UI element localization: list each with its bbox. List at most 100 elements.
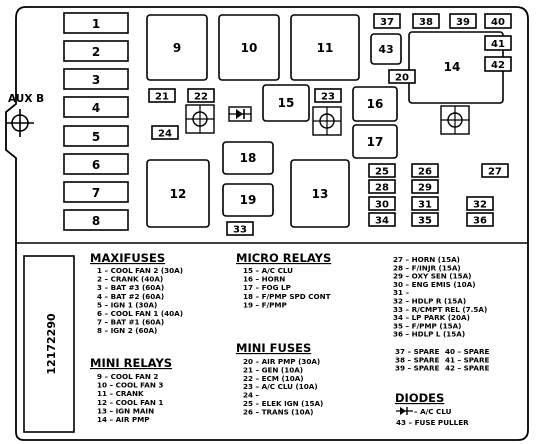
relay-12: 12	[146, 159, 210, 228]
mini-relay-item: 9 – COOL FAN 2	[97, 372, 158, 381]
legend-diode-icon	[396, 407, 413, 415]
mini-fuse-item: 26 – TRANS (10A)	[243, 407, 313, 416]
maxifuse-item: 3 – BAT #3 (60A)	[97, 283, 164, 292]
maxifuse-8-label: 8	[92, 214, 100, 228]
maxifuse-8: 8	[63, 209, 129, 231]
mini-relay-item: 12 – COOL FAN 1	[97, 398, 163, 407]
right-fuse-item: 34 – LP PARK (20A)	[393, 313, 470, 322]
mini-fuses-list: 20 – AIR PMP (30A)21 – GEN (10A)22 – ECM…	[243, 357, 323, 416]
fuse-39-label: 39	[456, 17, 470, 28]
fuse-31: 31	[411, 196, 439, 211]
fuse-30: 30	[368, 196, 396, 211]
fuse-41-label: 41	[491, 39, 505, 50]
fuse-puller-43: 43	[370, 33, 402, 65]
fuse-36: 36	[466, 212, 494, 227]
relay-15: 15	[262, 84, 310, 122]
mini-fuse-item: 24 –	[243, 391, 260, 400]
maxifuse-item: 1 – COOL FAN 2 (30A)	[97, 266, 183, 275]
part-number-label: 12172290	[23, 255, 75, 433]
terminal-stud-icon	[312, 106, 342, 136]
relay-14-label: 14	[444, 60, 461, 74]
maxifuse-1: 1	[63, 12, 129, 34]
diode-icon	[228, 106, 252, 122]
fuse-37-label: 37	[380, 17, 394, 28]
maxifuse-item: 2 – CRANK (40A)	[97, 275, 163, 284]
fuse-32: 32	[466, 196, 494, 211]
diode-item-ac-clu: – A/C CLU	[414, 407, 452, 416]
micro-relay-item: 19 – F/PMP	[243, 300, 287, 309]
maxifuses-heading: MAXIFUSES	[90, 251, 165, 265]
maxifuse-6: 6	[63, 153, 129, 175]
micro-relay-item: 17 – FOG LP	[243, 283, 291, 292]
maxifuse-1-label: 1	[92, 17, 100, 31]
spare-fuse-item: 41 – SPARE	[445, 355, 489, 364]
right-fuse-item: 36 – HDLP L (15A)	[393, 330, 465, 339]
relay-13: 13	[290, 159, 350, 228]
relay-11: 11	[290, 14, 360, 81]
fuse-21: 21	[148, 88, 176, 103]
maxifuse-2-label: 2	[92, 45, 100, 59]
fuse-35-label: 35	[418, 216, 432, 227]
relay-9: 9	[146, 14, 208, 81]
right-fuse-item: 29 – OXY SEN (15A)	[393, 272, 471, 281]
fuse-25: 25	[368, 163, 396, 178]
maxifuse-2: 2	[63, 40, 129, 62]
mini-relay-item: 13 – IGN MAIN	[97, 406, 154, 415]
mini-fuse-item: 20 – AIR PMP (30A)	[243, 357, 320, 366]
fuse-38-label: 38	[419, 17, 433, 28]
relay-10: 10	[218, 14, 280, 81]
spare-fuse-item: 38 – SPARE	[395, 355, 439, 364]
mini-fuse-item: 21 – GEN (10A)	[243, 365, 303, 374]
relay-18: 18	[222, 141, 274, 175]
mini-relays-heading: MINI RELAYS	[90, 356, 172, 370]
fuse-29-label: 29	[418, 183, 432, 194]
right-fuse-item: 30 – ENG EMIS (10A)	[393, 280, 475, 289]
relay-17: 17	[352, 124, 398, 159]
spare-fuse-item: 37 – SPARE	[395, 347, 439, 356]
maxifuse-4-label: 4	[92, 101, 100, 115]
fuse-20: 20	[388, 69, 416, 84]
mini-fuse-item: 22 – ECM (10A)	[243, 374, 304, 383]
maxifuse-item: 6 – COOL FAN 1 (40A)	[97, 309, 183, 318]
fuse-28: 28	[368, 179, 396, 194]
fuse-37: 37	[373, 13, 401, 29]
terminal-stud-icon	[185, 104, 215, 134]
fuse-35: 35	[411, 212, 439, 227]
relay-15-label: 15	[278, 96, 295, 110]
fuse-43-label: 43	[378, 43, 393, 56]
maxifuse-6-label: 6	[92, 158, 100, 172]
fuse-39: 39	[449, 13, 477, 29]
mini-relay-item: 14 – AIR PMP	[97, 415, 150, 424]
maxifuse-3: 3	[63, 68, 129, 90]
relay-10-label: 10	[241, 41, 258, 55]
right-fuse-item: 28 – F/INJR (15A)	[393, 263, 461, 272]
maxifuse-7: 7	[63, 181, 129, 203]
spare-fuse-item: 40 – SPARE	[445, 347, 489, 356]
fuse-24: 24	[151, 125, 179, 140]
fuse-23: 23	[314, 88, 342, 103]
mini-relay-item: 11 – CRANK	[97, 389, 144, 398]
fuse-34-label: 34	[375, 216, 389, 227]
micro-relay-item: 18 – F/PMP SPD CONT	[243, 292, 331, 301]
relay-19-label: 19	[240, 193, 257, 207]
maxifuse-7-label: 7	[92, 186, 100, 200]
fuse-22: 22	[187, 88, 215, 103]
fuse-40-label: 40	[491, 17, 505, 28]
fuse-36-label: 36	[473, 216, 487, 227]
fuse-20-label: 20	[395, 73, 409, 84]
fuse-22-label: 22	[194, 92, 208, 103]
maxifuse-item: 5 – IGN 1 (30A)	[97, 300, 157, 309]
maxifuses-list: 1 – COOL FAN 2 (30A)2 – CRANK (40A)3 – B…	[97, 266, 183, 335]
fuse-27: 27	[481, 163, 509, 178]
relay-12-label: 12	[170, 187, 187, 201]
micro-relay-item: 16 – HORN	[243, 275, 285, 284]
fuse-25-label: 25	[375, 167, 389, 178]
micro-relay-item: 15 – A/C CLU	[243, 266, 293, 275]
micro-relays-heading: MICRO RELAYS	[236, 251, 331, 265]
mini-relay-item: 10 – COOL FAN 3	[97, 381, 163, 390]
maxifuse-item: 4 – BAT #2 (60A)	[97, 292, 164, 301]
relay-14: 14	[408, 31, 504, 104]
relay-9-label: 9	[173, 41, 181, 55]
